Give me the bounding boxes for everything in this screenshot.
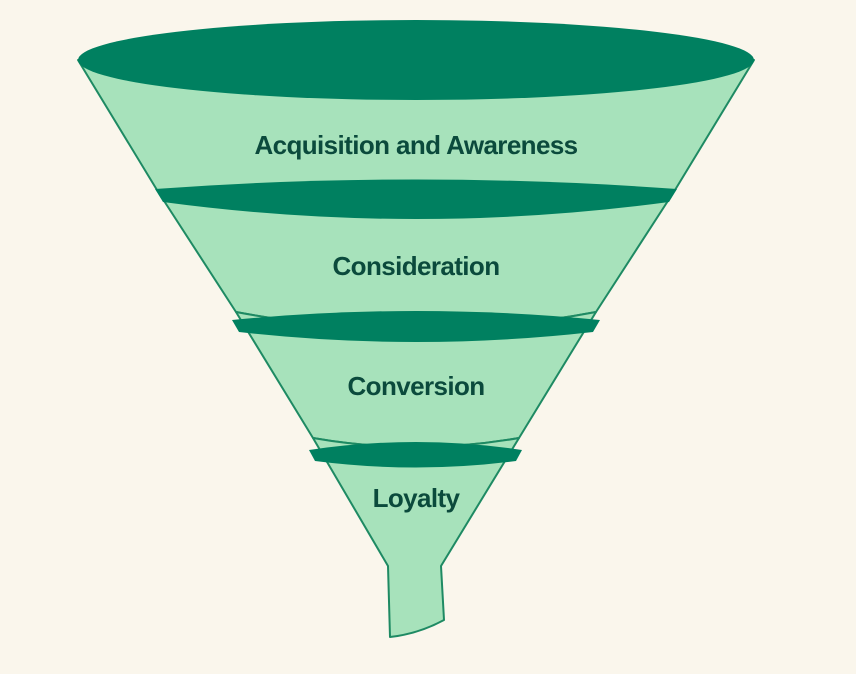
stage-band-loyalty [312, 437, 520, 638]
funnel-top-opening [78, 20, 754, 100]
stage-label-loyalty: Loyalty [373, 483, 461, 513]
funnel-stage-acquisition: Acquisition and Awareness [77, 20, 755, 212]
stage-rim-consideration [155, 179, 677, 219]
stage-rim-loyalty [309, 442, 522, 468]
stage-label-acquisition: Acquisition and Awareness [254, 130, 577, 160]
stage-rim-conversion [232, 311, 600, 342]
funnel-stage-consideration: Consideration [155, 179, 677, 330]
stage-label-conversion: Conversion [347, 371, 484, 401]
funnel-stage-conversion: Conversion [232, 311, 600, 448]
stage-label-consideration: Consideration [333, 251, 500, 281]
funnel-stage-loyalty: Loyalty [309, 437, 522, 638]
